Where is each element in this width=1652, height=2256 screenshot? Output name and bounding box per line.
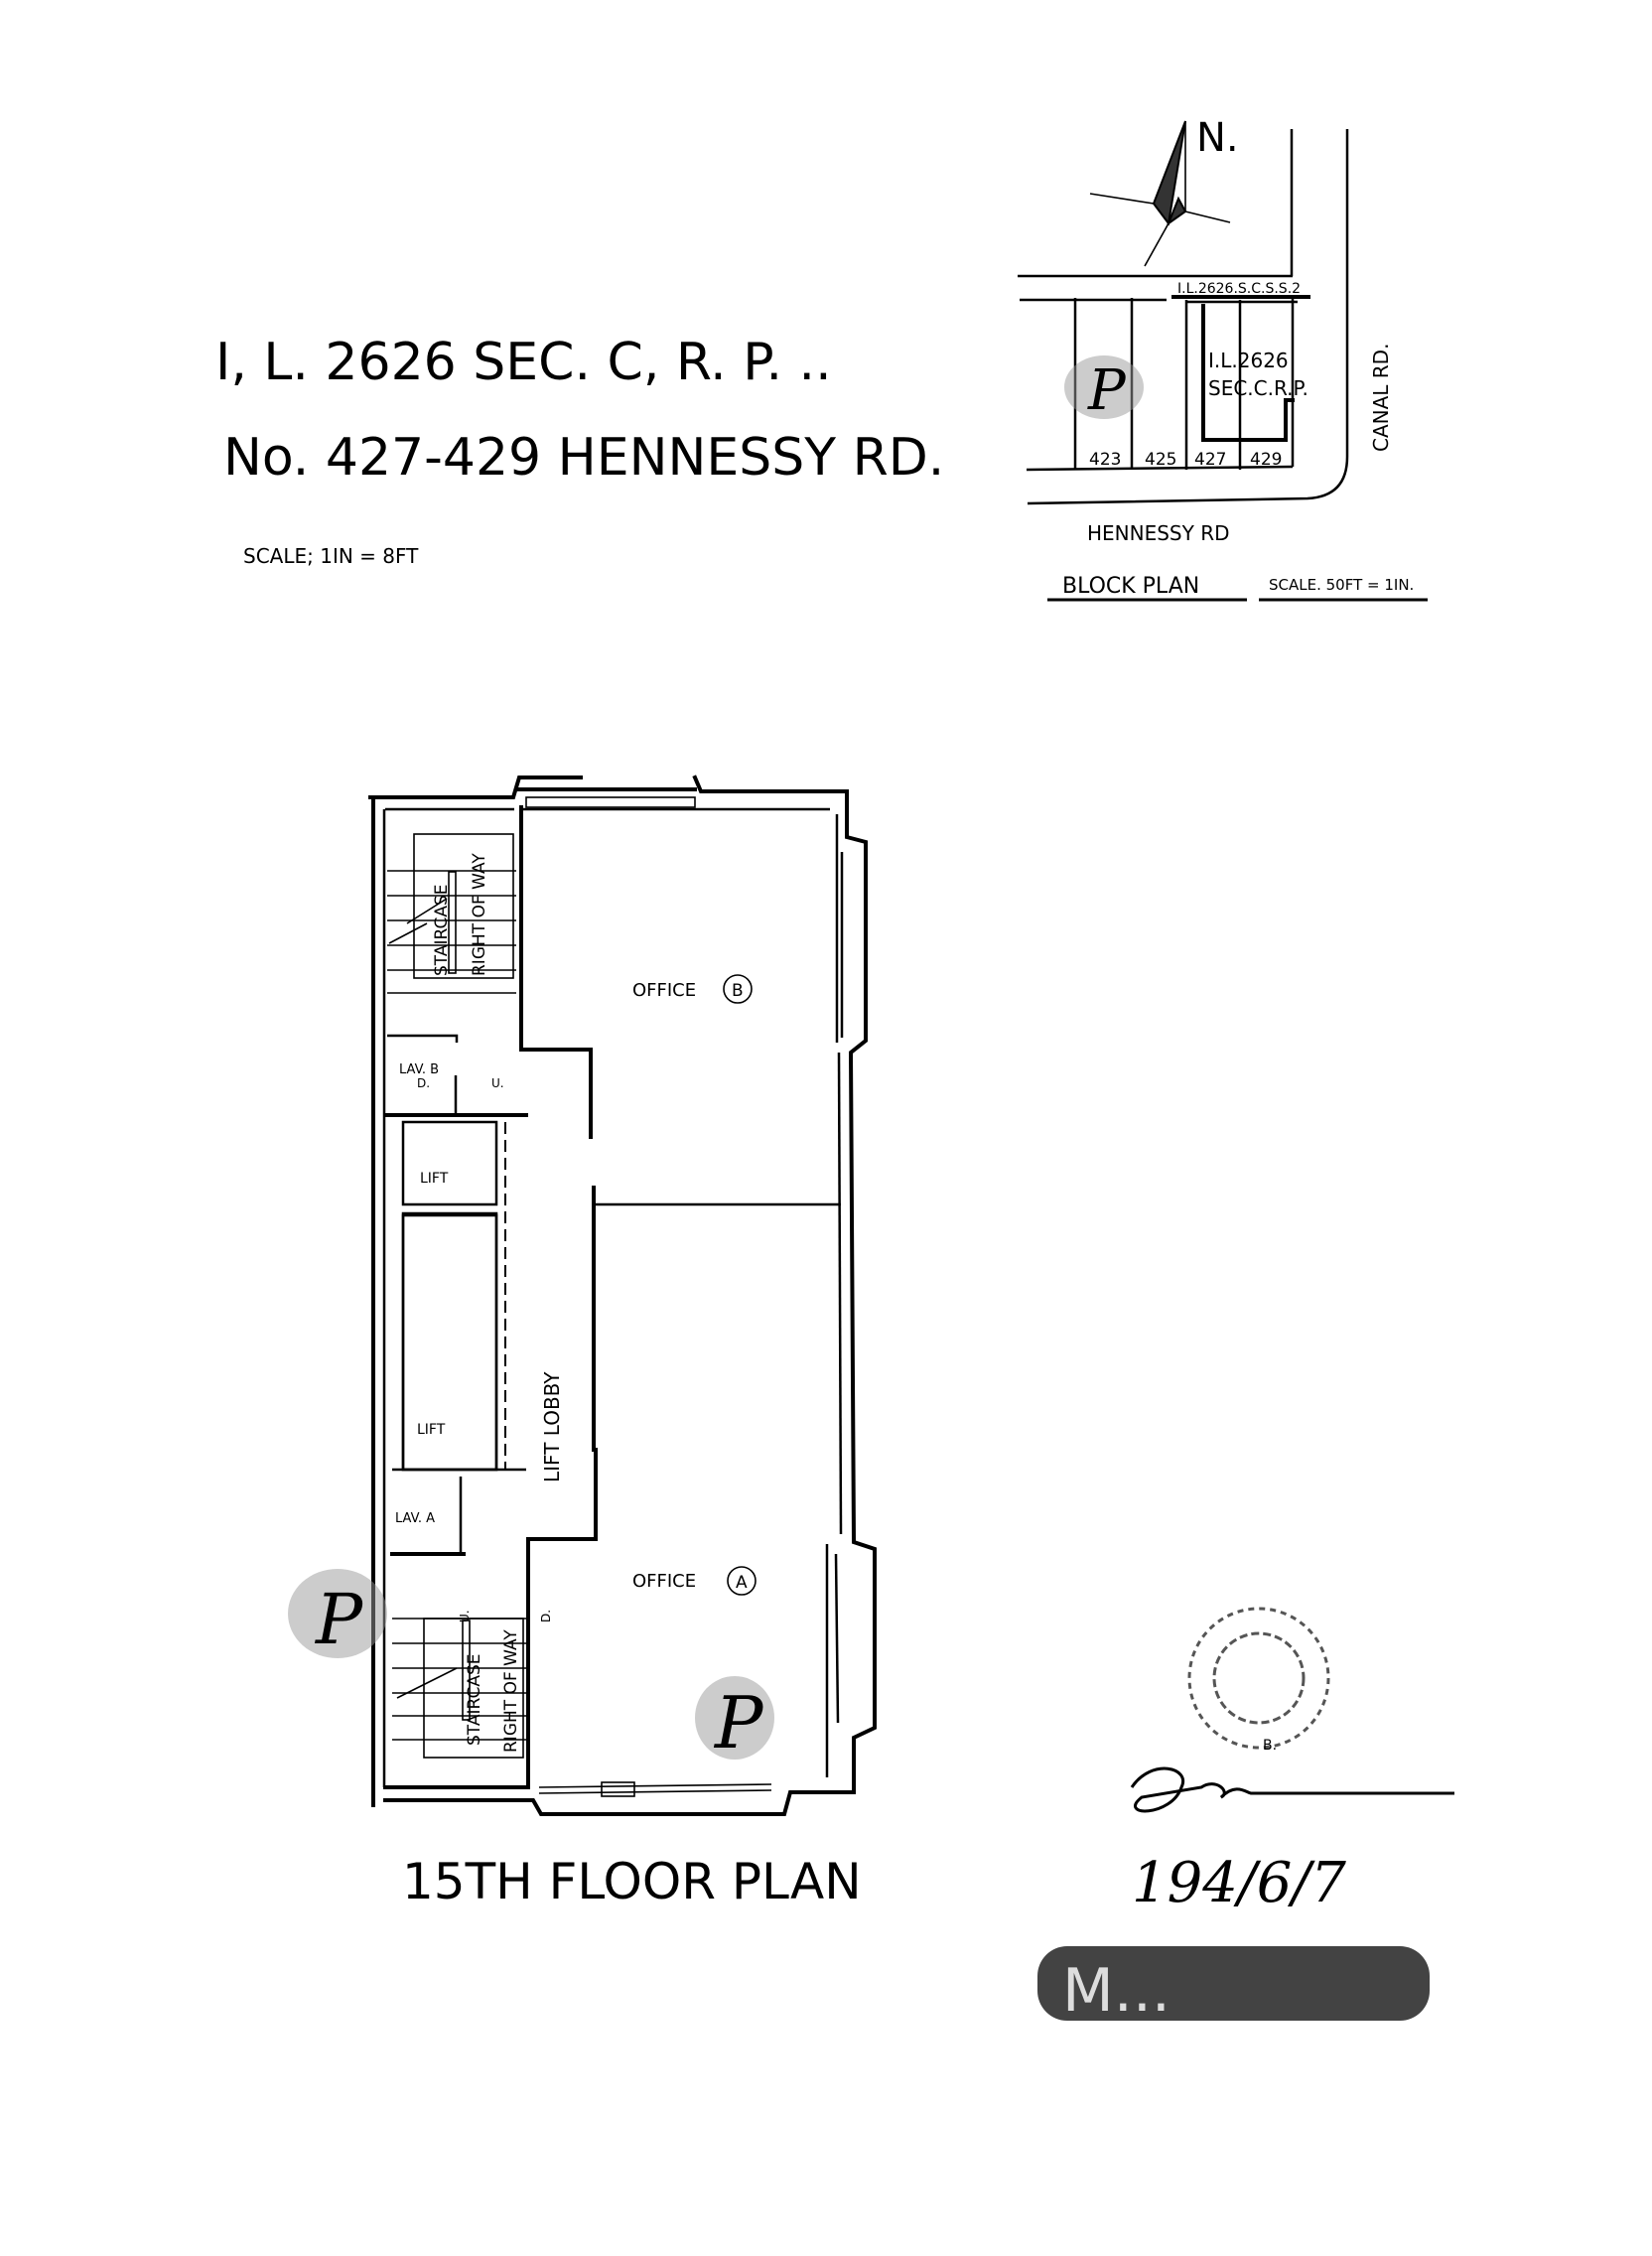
annotations: P P P B. 194/6/7 M... xyxy=(288,355,1454,2026)
official-seal: B. xyxy=(1187,1607,1330,1754)
stair-b-up: U. xyxy=(491,1076,504,1090)
room-label-lav-b: LAV. B xyxy=(399,1062,439,1077)
office-a-circle xyxy=(727,1566,757,1596)
block-plan-heading: BLOCK PLAN xyxy=(1062,574,1199,599)
room-label-office-b: OFFICE xyxy=(632,980,696,1001)
title-line-2: No. 427-429 HENNESSY RD. xyxy=(223,428,944,488)
lot-number: 425 xyxy=(1145,450,1176,470)
road-label-canal: CANAL RD. xyxy=(1369,344,1393,452)
room-label-lift-1: LIFT xyxy=(420,1171,449,1187)
site-label-2: SEC.C.R.P. xyxy=(1208,376,1308,400)
right-of-way-a-label: RIGHT OF WAY xyxy=(501,1629,521,1753)
road-label-hennessy: HENNESSY RD xyxy=(1087,521,1230,545)
stamp-text: M... xyxy=(1062,1956,1170,2026)
p-mark: P xyxy=(1087,358,1127,423)
office-b-tag: B xyxy=(732,981,744,1001)
staircase-a-label: STAIRCASE xyxy=(465,1654,484,1747)
block-plan-scale: SCALE. 50FT = 1IN. xyxy=(1269,576,1414,594)
room-label-lift-lobby: LIFT LOBBY xyxy=(540,1371,564,1482)
lift-shaft xyxy=(401,1120,498,1206)
north-label: N. xyxy=(1196,115,1239,161)
seal-text: B. xyxy=(1263,1738,1277,1754)
staircase-b-label: STAIRCASE xyxy=(432,885,452,977)
stair-a-down: D. xyxy=(539,1610,553,1622)
right-of-way-b-label: RIGHT OF WAY xyxy=(470,853,489,976)
staircase-a-treads xyxy=(392,1618,526,1759)
title-line-1: I, L. 2626 SEC. C, R. P. .. xyxy=(215,333,832,392)
block-plan: N. I.L.2626.S.C.S.S.2 I.L.2626 SEC.C.R.P… xyxy=(1018,115,1428,602)
lot-number: 429 xyxy=(1250,450,1282,470)
handwritten-number: 194/6/7 xyxy=(1132,1851,1346,1915)
room-label-lav-a: LAV. A xyxy=(395,1511,435,1526)
lot-number: 427 xyxy=(1194,450,1226,470)
p-mark: P xyxy=(713,1681,764,1764)
room-label-lift-2: LIFT xyxy=(417,1422,446,1438)
lot-reference: I.L.2626.S.C.S.S.2 xyxy=(1177,281,1301,297)
signature xyxy=(1130,1766,1454,1813)
north-arrow-icon xyxy=(1089,120,1231,267)
road-kerb xyxy=(1027,129,1349,505)
room-label-office-a: OFFICE xyxy=(632,1571,696,1592)
lot-number: 423 xyxy=(1089,450,1121,470)
stair-a-up: U. xyxy=(458,1610,472,1622)
office-b-circle xyxy=(723,974,753,1004)
floor-plan: OFFICE B OFFICE A LIFT LIFT LIFT LOBBY L… xyxy=(368,775,877,1910)
floor-plan-title: 15TH FLOOR PLAN xyxy=(402,1853,862,1910)
p-mark: P xyxy=(314,1579,364,1660)
stair-b-down: D. xyxy=(417,1076,430,1090)
staircase-b-treads xyxy=(387,833,516,994)
office-a-tag: A xyxy=(736,1573,748,1593)
outer-wall xyxy=(368,775,877,1816)
site-label-1: I.L.2626 xyxy=(1208,349,1289,372)
smudged-stamp: M... xyxy=(1037,1946,1430,2026)
scale-note: SCALE; 1IN = 8FT xyxy=(243,544,419,568)
